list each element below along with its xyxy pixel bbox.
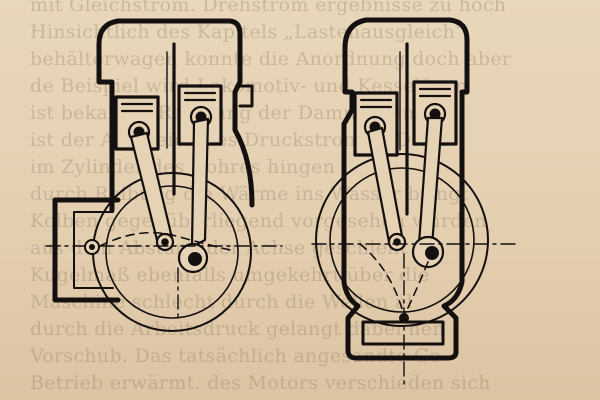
left-flywheel-inner xyxy=(105,185,239,319)
left-con-rod-1 xyxy=(129,131,174,246)
left-engine xyxy=(45,18,283,332)
left-side-box xyxy=(52,197,121,303)
right-engine xyxy=(311,17,519,387)
right-crankpin-2 xyxy=(425,246,439,260)
show-through-line: im Zylinder des Rohres hingen xyxy=(30,156,336,178)
left-exhaust-stub xyxy=(238,84,254,108)
show-through-line: durch die Arbeitsdruck gelangt dabei hen xyxy=(30,318,445,340)
show-through-line: Betrieb erwärmt. des Motors verschieden … xyxy=(30,372,491,394)
show-through-line: Maschine schlecht durch die Wellen al xyxy=(30,291,413,313)
show-through-line: mit Gleichstrom. Drehstrom ergebnisse zu… xyxy=(30,0,507,16)
left-con-rod-2 xyxy=(190,117,210,249)
right-cylinder-housing xyxy=(341,17,470,361)
left-side-box-inner xyxy=(73,211,114,289)
right-bottom-pivot xyxy=(399,313,409,323)
right-crank-path-2 xyxy=(403,261,429,317)
left-flywheel-outer xyxy=(92,172,252,332)
right-flywheel-outer xyxy=(315,153,489,327)
left-crankpin-2 xyxy=(188,252,202,266)
right-flywheel-inner xyxy=(329,167,475,313)
show-through-line: Kugelmaß ebenfalls umgekehrt über die xyxy=(30,264,430,286)
show-through-line: Vorschub. Das tatsächlich angesandte Ge xyxy=(30,345,442,367)
show-through-line: aus dem Abstand der Achse geschieht sie xyxy=(30,237,443,259)
right-crank-path xyxy=(359,243,405,317)
show-through-line: Kolben gegenüberliegend vorgesehen wurde… xyxy=(30,210,487,232)
show-through-line: behälterwagen konnte die Anordnung doch … xyxy=(30,48,512,70)
left-cylinder-housing xyxy=(96,18,255,213)
